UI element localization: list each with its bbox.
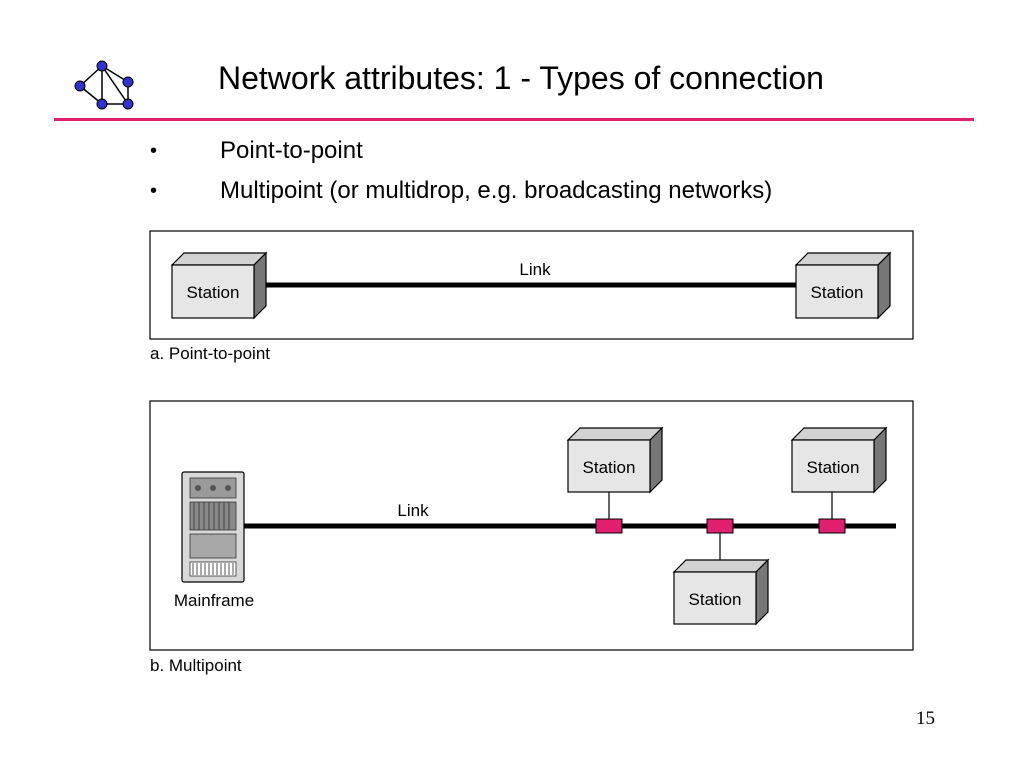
multipoint-link-label: Link	[397, 501, 429, 520]
title-divider	[54, 118, 974, 121]
tap-connector	[595, 518, 623, 534]
station-left: Station	[170, 251, 268, 320]
page-number: 15	[916, 708, 935, 729]
station-right: Station	[794, 251, 892, 320]
bullet-marker: •	[150, 180, 158, 202]
point-to-point-caption: a. Point-to-point	[150, 344, 271, 363]
network-graph-icon	[74, 60, 134, 110]
station-label: Station	[689, 590, 742, 609]
station-label: Station	[583, 458, 636, 477]
multipoint-caption: b. Multipoint	[150, 656, 242, 675]
tap-connector	[706, 518, 734, 534]
station-top-1: Station	[566, 426, 664, 494]
tap-connector	[818, 518, 846, 534]
station-label: Station	[807, 458, 860, 477]
bullet-text: Multipoint (or multidrop, e.g. broadcast…	[220, 177, 773, 204]
point-to-point-link-label: Link	[519, 260, 551, 279]
mainframe-label: Mainframe	[174, 591, 254, 610]
mainframe-icon	[181, 471, 245, 583]
page-title: Network attributes: 1 - Types of connect…	[218, 60, 824, 96]
station-label: Station	[811, 283, 864, 302]
station-label: Station	[187, 283, 240, 302]
bullet-text: Point-to-point	[220, 137, 363, 164]
station-bottom: Station	[672, 558, 770, 626]
bullet-marker: •	[150, 140, 158, 162]
station-top-2: Station	[790, 426, 888, 494]
